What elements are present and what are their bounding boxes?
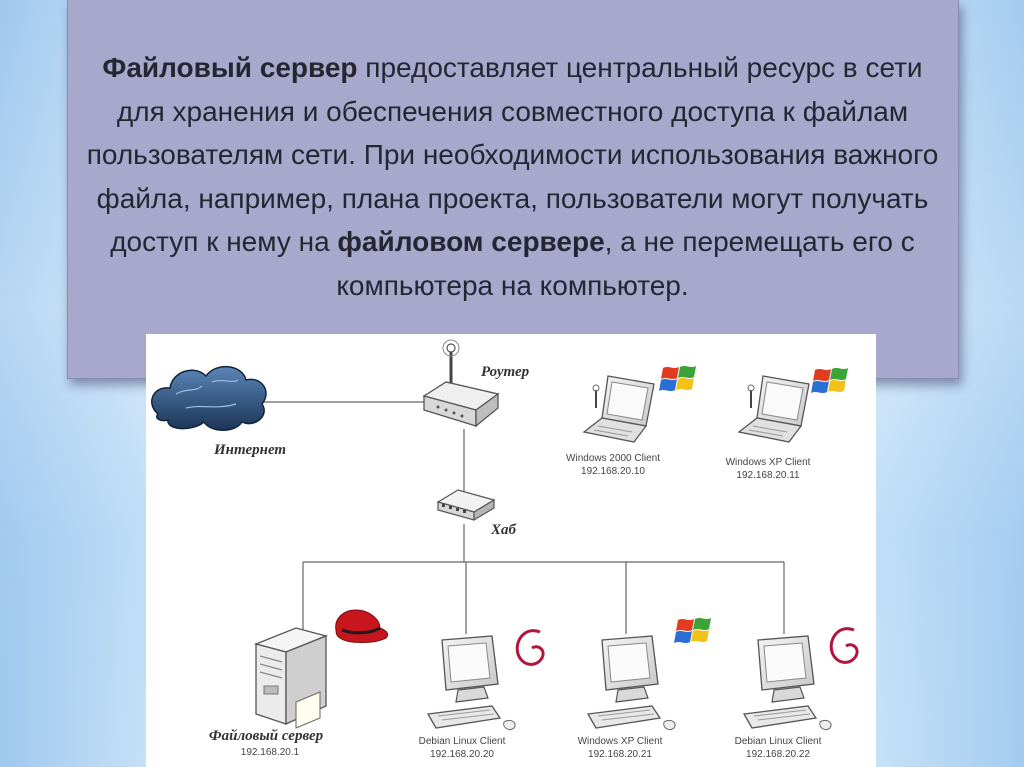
laptop-icon-2 — [737, 375, 810, 443]
router-icon — [422, 339, 500, 428]
desktop-computer-icon-2 — [586, 635, 676, 731]
laptop-icon — [582, 375, 655, 443]
hub-label: Хаб — [490, 522, 517, 538]
bold-term-file-server-2: файловом сервере — [337, 226, 605, 257]
internet-cloud-icon — [151, 366, 267, 431]
windows-logo-icon-2 — [811, 368, 848, 393]
network-diagram: Интернет Роутер Хаб — [146, 334, 876, 767]
bold-term-file-server: Файловый сервер — [102, 52, 358, 83]
client-11-name: Windows XP Client — [726, 457, 811, 468]
client-22-ip: 192.168.20.22 — [746, 749, 810, 760]
windows-logo-icon-3 — [674, 618, 711, 643]
client-10-ip: 192.168.20.10 — [581, 466, 645, 477]
slide-paragraph: Файловый сервер предоставляет центральны… — [85, 46, 940, 307]
server-tower-icon — [253, 627, 329, 729]
router-label: Роутер — [481, 364, 530, 380]
client-21-ip: 192.168.20.21 — [588, 749, 652, 760]
text-panel — [67, 0, 959, 379]
debian-swirl-icon — [515, 629, 545, 666]
internet-label: Интернет — [213, 442, 286, 458]
connection-lines — [261, 401, 785, 634]
network-diagram-svg: Интернет Роутер Хаб — [151, 339, 859, 760]
desktop-computer-icon — [426, 635, 516, 731]
red-hat-logo-icon — [335, 609, 389, 643]
debian-swirl-icon-2 — [829, 627, 859, 664]
client-11-ip: 192.168.20.11 — [736, 470, 800, 481]
client-20-name: Debian Linux Client — [419, 736, 506, 747]
client-10-name: Windows 2000 Client — [566, 453, 660, 464]
hub-icon — [436, 489, 496, 522]
paragraph-text-1: предоставляет центральный ресурс в сети … — [86, 52, 939, 257]
client-20-ip: 192.168.20.20 — [430, 749, 494, 760]
file-server-label: Файловый сервер — [209, 728, 324, 744]
paragraph-text-2: , а не перемещать его с компьютера на ко… — [336, 226, 915, 301]
client-22-name: Debian Linux Client — [735, 736, 822, 747]
windows-logo-icon — [659, 366, 696, 391]
file-server-ip: 192.168.20.1 — [241, 747, 300, 758]
client-21-name: Windows XP Client — [578, 736, 663, 747]
desktop-computer-icon-3 — [742, 635, 832, 731]
